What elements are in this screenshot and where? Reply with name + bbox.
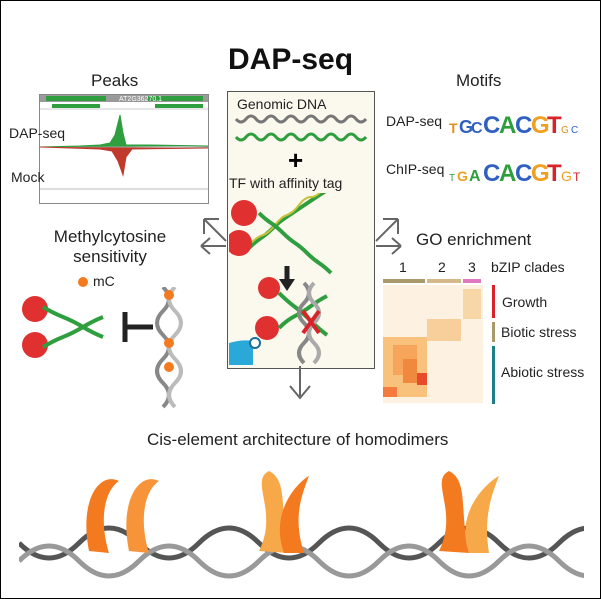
methyl-graphic [22, 287, 183, 409]
genomic-dna-graphic [234, 114, 368, 142]
outward-arrows [200, 218, 402, 400]
svg-text:T: T [573, 170, 581, 183]
svg-text:T: T [449, 120, 458, 136]
peaks-track-dapseq: DAP-seq [9, 125, 66, 141]
tf-binding-graphic [229, 193, 333, 365]
growth-bar [492, 285, 495, 318]
go-biotic-label: Biotic stress [501, 324, 577, 340]
peaks-track-mock: Mock [11, 169, 45, 185]
bzip-clades-label: bZIP clades [491, 259, 565, 275]
tf-affinity-tag-label: TF with affinity tag [229, 175, 343, 191]
genomic-dna-label: Genomic DNA [237, 96, 327, 112]
peaks-browser [39, 94, 209, 204]
methyl-heading-line2: sensitivity [73, 247, 147, 266]
go-heatmap [383, 279, 483, 403]
clade-2-label: 2 [438, 259, 446, 275]
motif-logos: T G C C A C G T G C T G A C A C G T G T [449, 112, 581, 183]
abiotic-bar [492, 346, 495, 404]
clade-3-label: 3 [468, 259, 476, 275]
mc-legend-dot [78, 277, 88, 287]
peaks-track-graphic [39, 95, 209, 190]
peaks-heading: Peaks [91, 71, 139, 90]
svg-text:T: T [547, 160, 562, 183]
motif-dapseq-label: DAP-seq [386, 113, 443, 129]
peaks-gene-label: AT2G36270.1 [119, 96, 163, 103]
svg-text:A: A [499, 112, 516, 139]
clade-1-label: 1 [399, 259, 407, 275]
go-growth-label: Growth [502, 294, 548, 310]
svg-text:G: G [531, 160, 550, 183]
homodimer-architectures [19, 471, 584, 579]
svg-text:G: G [531, 112, 550, 139]
svg-text:C: C [471, 120, 483, 137]
svg-text:T: T [449, 173, 455, 183]
plus-sign: + [288, 145, 304, 175]
cis-element-heading: Cis-element architecture of homodimers [147, 430, 449, 449]
svg-text:G: G [459, 117, 473, 137]
svg-text:T: T [547, 112, 562, 139]
svg-text:G: G [457, 168, 468, 183]
svg-text:C: C [515, 112, 532, 139]
biotic-bar [492, 322, 495, 342]
go-abiotic-label: Abiotic stress [501, 364, 585, 380]
svg-text:C: C [483, 112, 500, 139]
svg-text:C: C [483, 160, 500, 183]
svg-text:G: G [561, 168, 572, 183]
svg-text:G: G [561, 125, 569, 136]
mc-legend-label: mC [93, 273, 115, 289]
svg-text:C: C [571, 125, 578, 136]
svg-text:C: C [515, 160, 532, 183]
motif-chipseq-label: ChIP-seq [386, 161, 445, 177]
methyl-heading-line1: Methylcytosine [53, 227, 167, 246]
go-heading: GO enrichment [416, 230, 532, 249]
main-title: DAP-seq [228, 43, 354, 76]
motifs-heading: Motifs [456, 71, 502, 90]
methyl-heading: Methylcytosine sensitivity [45, 227, 175, 267]
svg-text:A: A [499, 160, 516, 183]
svg-text:A: A [469, 168, 481, 183]
